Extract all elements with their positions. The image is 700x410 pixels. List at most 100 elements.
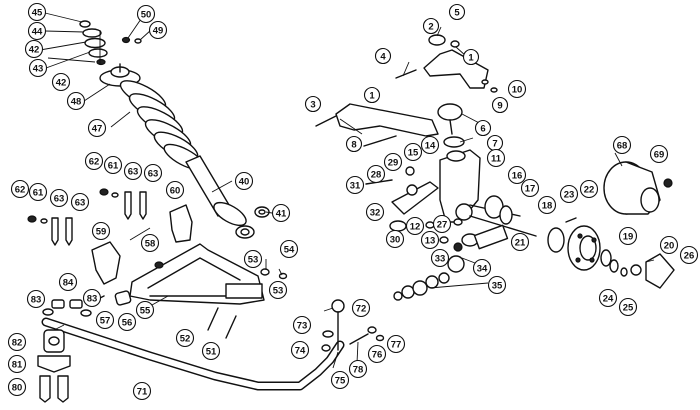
callout-circle <box>27 2 47 22</box>
callout-78: 78 <box>348 359 368 379</box>
callout-number: 21 <box>515 237 526 248</box>
bearing-part <box>547 227 565 253</box>
callout-number: 26 <box>684 250 695 261</box>
callout-circle <box>234 171 254 191</box>
callout-number: 63 <box>75 197 86 208</box>
callout-circle <box>117 312 137 332</box>
callout-circle <box>618 226 638 246</box>
callout-number: 43 <box>33 63 44 74</box>
callout-circle <box>365 202 385 222</box>
callout-circle <box>366 164 386 184</box>
callout-circle <box>432 214 452 234</box>
callout-77: 77 <box>386 334 406 354</box>
callout-number: 61 <box>108 160 119 171</box>
callout-number: 48 <box>71 96 82 107</box>
callout-number: 80 <box>12 382 23 393</box>
callout-circle <box>28 182 48 202</box>
callout-13: 13 <box>420 230 440 250</box>
callout-circle <box>363 86 381 104</box>
callout-29: 29 <box>383 152 403 172</box>
callout-number: 42 <box>29 44 40 55</box>
seal-part <box>499 205 513 225</box>
wishbone-bush <box>114 290 132 306</box>
callout-number: 83 <box>87 293 98 304</box>
callout-circle <box>82 288 102 308</box>
callout-30: 30 <box>385 229 405 249</box>
callout-number: 20 <box>664 240 675 251</box>
callout-number: 77 <box>391 339 402 350</box>
callout-number: 50 <box>141 9 152 20</box>
callout-circle <box>649 144 669 164</box>
callout-number: 9 <box>497 100 502 111</box>
callout-61: 61 <box>103 155 123 175</box>
callout-28: 28 <box>366 164 386 184</box>
callout-73: 73 <box>292 315 312 335</box>
callout-circle <box>486 148 506 168</box>
callout-circle <box>403 142 423 162</box>
callout-number: 10 <box>512 84 523 95</box>
callout-circle <box>290 340 310 360</box>
callout-circle <box>579 179 599 199</box>
nut-part <box>630 264 642 276</box>
callout-number: 57 <box>100 315 111 326</box>
bush-part <box>443 136 465 148</box>
callout-62: 62 <box>10 179 30 199</box>
ball-joint <box>437 103 463 135</box>
callout-number: 14 <box>425 140 436 151</box>
washer-part <box>134 38 142 44</box>
callout-41: 41 <box>271 203 291 223</box>
callout-circle <box>28 58 48 78</box>
callout-61: 61 <box>28 182 48 202</box>
damper-body <box>185 155 255 239</box>
callout-circle <box>66 91 86 111</box>
callout-circle <box>598 288 618 308</box>
callout-45: 45 <box>27 2 47 22</box>
callout-circle <box>7 332 27 352</box>
callout-number: 53 <box>273 285 284 296</box>
callout-9: 9 <box>491 96 509 114</box>
callout-8: 8 <box>345 135 363 153</box>
callout-57: 57 <box>95 310 115 330</box>
callout-circle <box>559 184 579 204</box>
steering-arm <box>365 166 439 215</box>
callout-number: 17 <box>525 183 536 194</box>
callout-21: 21 <box>510 232 530 252</box>
callout-63: 63 <box>70 192 90 212</box>
callout-63: 63 <box>49 188 69 208</box>
callout-27: 27 <box>432 214 452 234</box>
callout-circle <box>385 229 405 249</box>
callout-number: 29 <box>388 157 399 168</box>
callout-circle <box>24 39 44 59</box>
callout-49: 49 <box>148 20 168 40</box>
callout-14: 14 <box>420 135 440 155</box>
callout-number: 16 <box>512 170 523 181</box>
callout-58: 58 <box>140 233 160 253</box>
callout-circle <box>474 119 492 137</box>
callout-43: 43 <box>28 58 48 78</box>
callout-22: 22 <box>579 179 599 199</box>
callout-circle <box>618 297 638 317</box>
callout-circle <box>348 359 368 379</box>
callout-circle <box>345 175 365 195</box>
callout-circle <box>679 245 699 265</box>
callout-60: 60 <box>165 180 185 200</box>
drop-link-assembly <box>321 299 385 352</box>
callout-number: 31 <box>350 180 361 191</box>
callout-35: 35 <box>487 275 507 295</box>
callout-56: 56 <box>117 312 137 332</box>
callout-number: 63 <box>148 168 159 179</box>
callout-circle <box>430 248 450 268</box>
callout-69: 69 <box>649 144 669 164</box>
callout-circle <box>51 72 71 92</box>
callout-circle <box>420 135 440 155</box>
callout-circle <box>132 381 152 401</box>
upper-arm <box>335 103 439 137</box>
callout-circle <box>165 180 185 200</box>
callout-circle <box>243 249 263 269</box>
callout-63: 63 <box>143 163 163 183</box>
nut-part <box>121 36 131 44</box>
callout-number: 63 <box>128 166 139 177</box>
callout-number: 76 <box>372 349 383 360</box>
